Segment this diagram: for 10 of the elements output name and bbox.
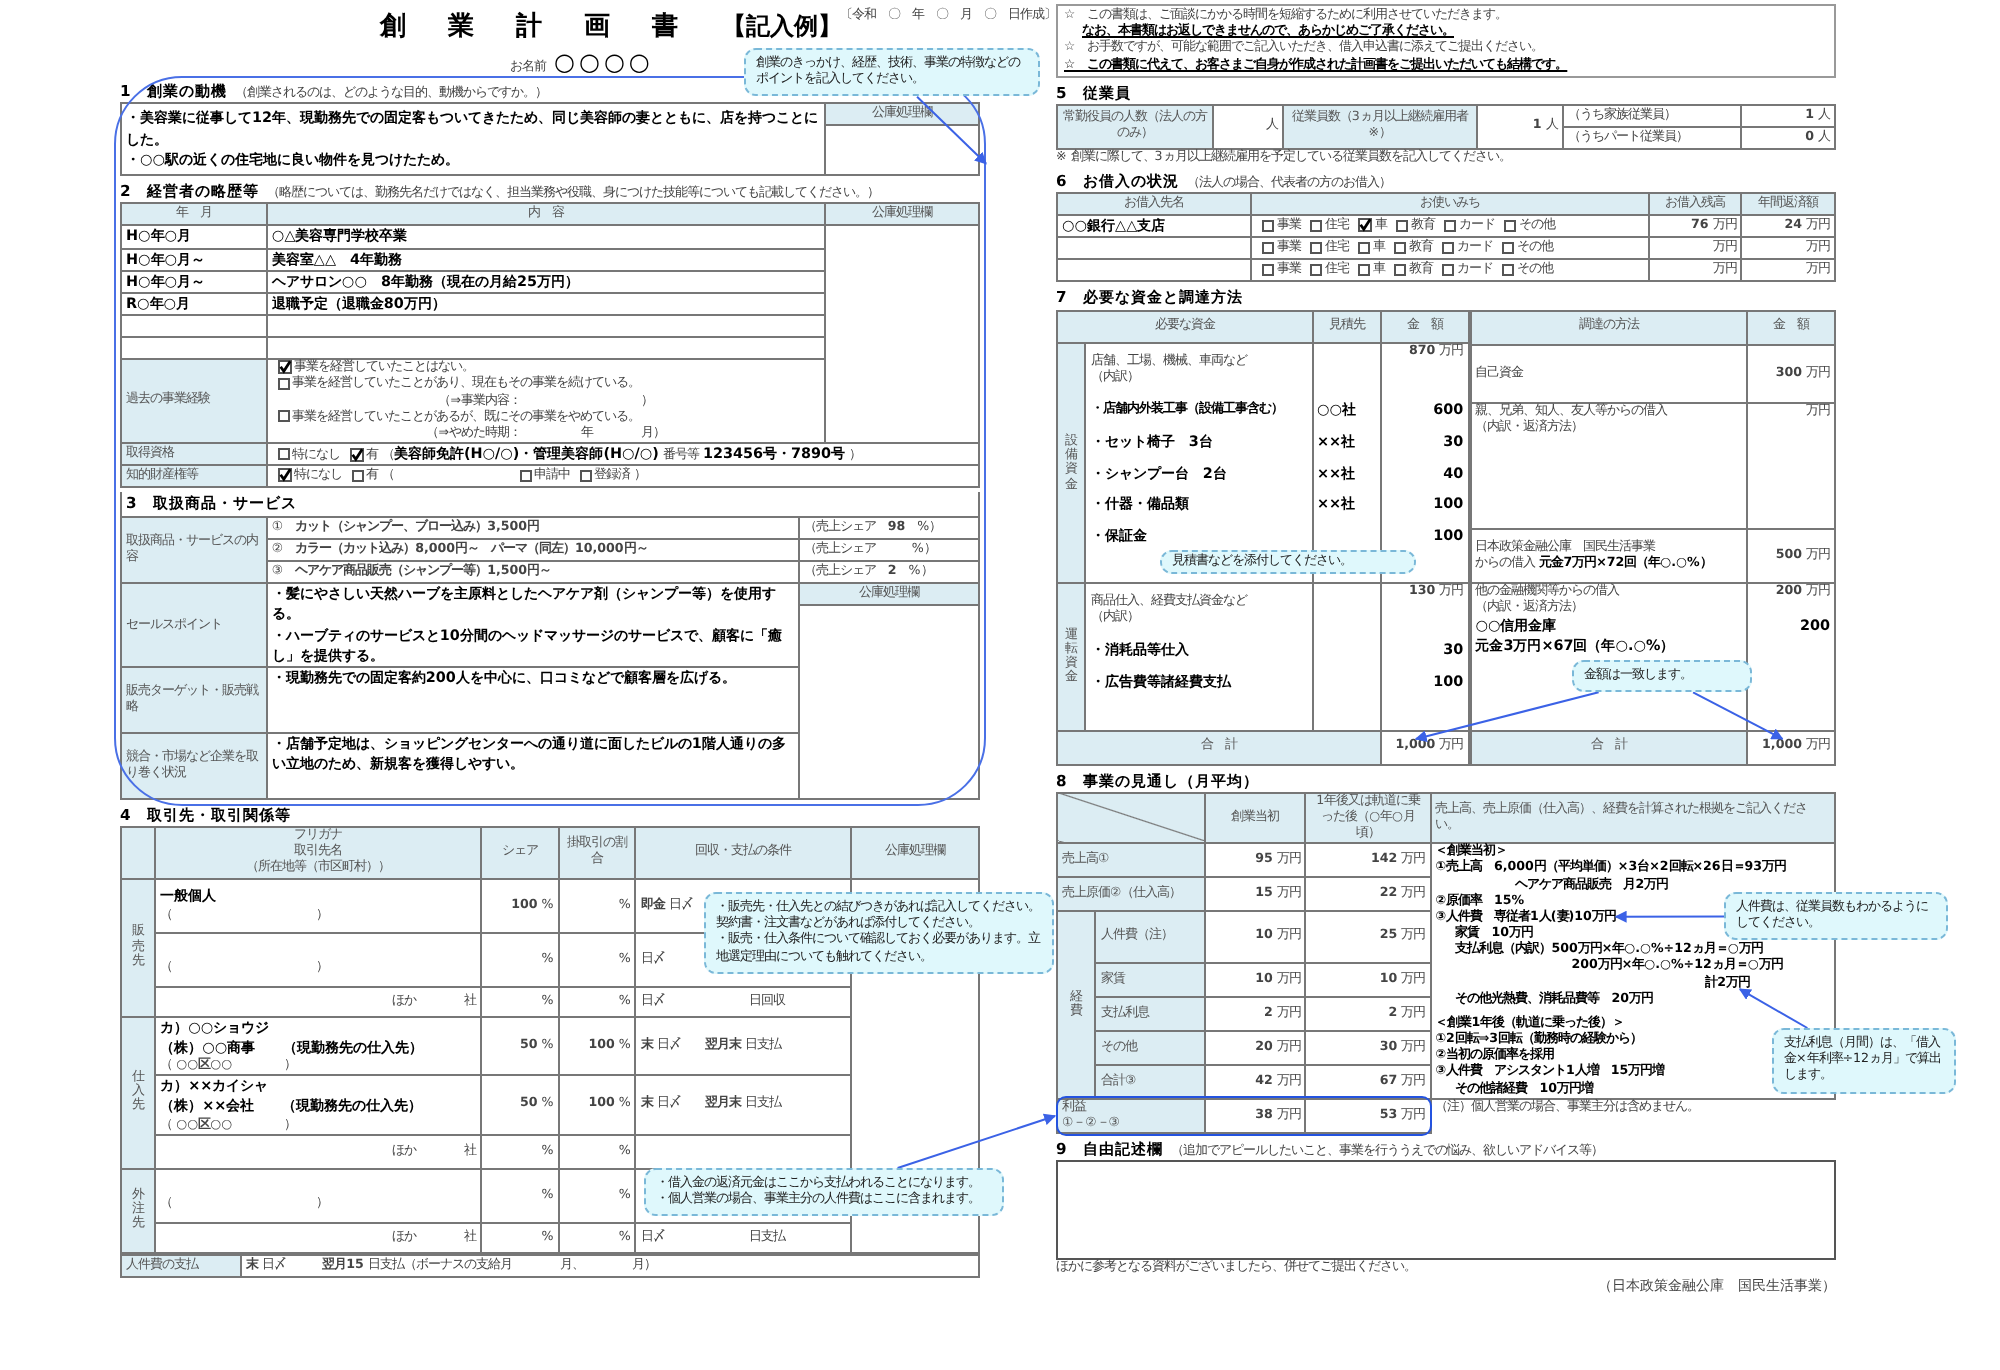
leader-line [1738, 988, 1809, 1029]
leader-line [896, 1113, 1057, 1169]
highlight-outline [1055, 1096, 1433, 1136]
leader-line [916, 95, 987, 165]
form-title: 創 業 計 画 書 [380, 12, 686, 42]
section-heading: 【記入例】 [722, 12, 842, 40]
leader-line [1692, 691, 1784, 740]
leader-line [1414, 691, 1600, 743]
entry-text: ○○○○ [546, 48, 654, 78]
leader-line [1614, 910, 1725, 923]
